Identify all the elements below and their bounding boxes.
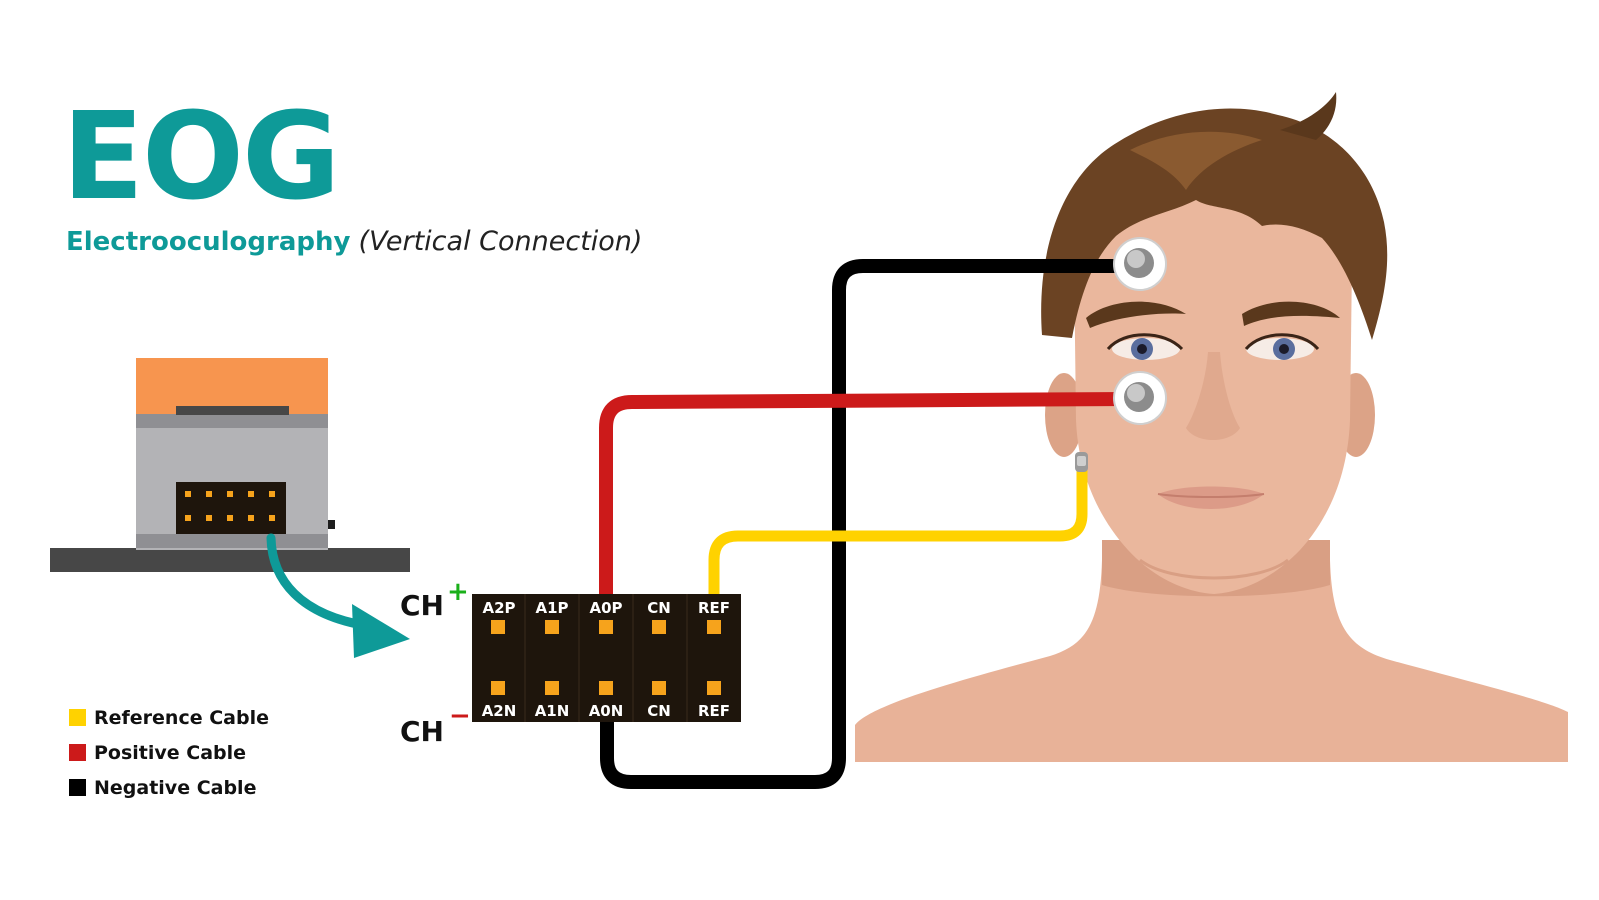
pin-a2p <box>491 620 505 634</box>
pin-label: A2P <box>482 599 515 617</box>
right-eye <box>1244 333 1320 360</box>
channel-negative-label: CH <box>400 715 444 748</box>
pin-connector: A2P A1P A0P CN REF A2N A1N A0N CN REF <box>472 594 741 722</box>
page-title: EOG <box>62 88 340 227</box>
pin-label: CN <box>647 702 671 720</box>
pin-label: CN <box>647 599 671 617</box>
pin-label: A0P <box>589 599 622 617</box>
legend-label: Reference Cable <box>94 706 269 729</box>
legend-label: Negative Cable <box>94 776 257 799</box>
left-eye <box>1106 333 1184 360</box>
left-eyebrow <box>1086 301 1186 328</box>
device-header-port <box>176 482 286 534</box>
shoulders <box>855 560 1568 762</box>
hair <box>1041 108 1388 340</box>
legend-swatch <box>69 779 86 796</box>
legend-swatch <box>69 709 86 726</box>
pin-label: A0N <box>589 702 624 720</box>
pin-ref-top <box>707 620 721 634</box>
subtitle-note: (Vertical Connection) <box>358 226 643 257</box>
positive-cable <box>599 392 1131 596</box>
pin-cn-top <box>652 620 666 634</box>
device-base <box>50 548 410 572</box>
pin-a2n <box>491 681 505 695</box>
legend-label: Positive Cable <box>94 741 247 764</box>
legend-swatch <box>69 744 86 761</box>
pin-a1p <box>545 620 559 634</box>
pin-a0p <box>599 620 613 634</box>
device-board <box>50 358 410 572</box>
device-top <box>136 358 328 414</box>
pin-label: REF <box>698 599 730 617</box>
person-illustration <box>855 92 1568 762</box>
subtitle-text: Electrooculography <box>66 227 351 257</box>
legend-item-positive: Positive Cable <box>69 735 269 770</box>
nose <box>1186 352 1240 440</box>
pin-label: A1N <box>535 702 570 720</box>
pin-a1n <box>545 681 559 695</box>
legend-item-negative: Negative Cable <box>69 770 269 805</box>
right-eyebrow <box>1242 301 1340 326</box>
pin-ref-bottom <box>707 681 721 695</box>
negative-cable <box>600 259 1130 789</box>
curved-arrow-icon <box>266 533 410 658</box>
pin-label: A1P <box>535 599 568 617</box>
pin-a0n <box>599 681 613 695</box>
channel-positive-sign: + <box>447 577 469 607</box>
electrode-icon <box>1113 237 1167 291</box>
electrode-icon <box>1113 371 1167 425</box>
reference-cable <box>708 468 1088 596</box>
reference-clip <box>1075 452 1088 472</box>
channel-positive-label: CH <box>400 589 444 622</box>
legend: Reference Cable Positive Cable Negative … <box>69 700 269 805</box>
page-subtitle: Electrooculography(Vertical Connection) <box>66 226 642 257</box>
channel-negative-sign: − <box>449 701 471 731</box>
legend-item-reference: Reference Cable <box>69 700 269 735</box>
pin-label: REF <box>698 702 730 720</box>
pin-cn-bottom <box>652 681 666 695</box>
pin-label: A2N <box>482 702 517 720</box>
